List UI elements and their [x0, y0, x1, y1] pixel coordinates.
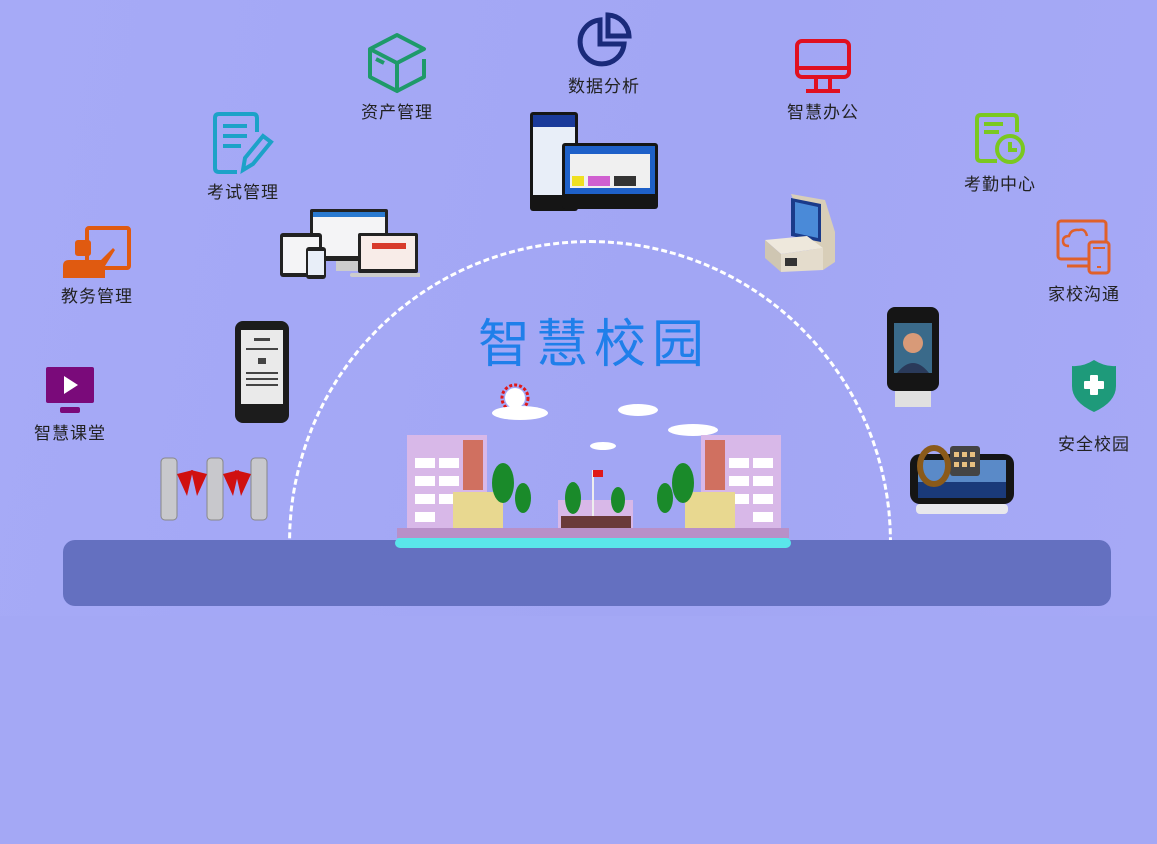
module-academic-affairs[interactable]: 教务管理	[37, 226, 157, 307]
smart-campus-diagram: 智慧校园	[0, 0, 1157, 616]
module-label: 家校沟通	[1048, 285, 1120, 305]
box-icon	[368, 33, 426, 93]
pie-chart-icon	[577, 12, 632, 67]
module-attendance-center[interactable]: 考勤中心	[940, 112, 1060, 195]
diagram-title: 智慧校园	[478, 315, 711, 375]
module-exam-management[interactable]: 考试管理	[183, 112, 303, 203]
document-edit-icon	[213, 112, 274, 174]
monitor-icon	[795, 39, 851, 93]
face-recognition-terminal-image	[887, 307, 939, 407]
module-label: 考勤中心	[964, 175, 1036, 195]
e-ink-class-sign-image	[235, 321, 289, 423]
document-clock-icon	[975, 113, 1025, 164]
module-smart-classroom[interactable]: 智慧课堂	[10, 365, 130, 444]
module-asset-management[interactable]: 资产管理	[337, 32, 457, 123]
interactive-kiosk-screens-image	[530, 112, 658, 211]
smart-wristband-reader-image	[910, 445, 1014, 514]
module-data-analysis[interactable]: 数据分析	[544, 12, 664, 97]
module-label: 安全校园	[1058, 435, 1130, 455]
cloud-devices-icon	[1056, 219, 1111, 275]
module-label: 资产管理	[361, 103, 433, 123]
module-smart-office[interactable]: 智慧办公	[763, 38, 883, 123]
shield-plus-icon	[1072, 360, 1116, 412]
self-service-terminal-image	[765, 194, 835, 272]
module-label: 智慧办公	[787, 103, 859, 123]
module-label: 数据分析	[568, 77, 640, 97]
play-screen-icon	[46, 367, 94, 413]
teacher-board-icon	[63, 226, 131, 278]
module-home-school[interactable]: 家校沟通	[1024, 218, 1144, 305]
module-label: 智慧课堂	[34, 424, 106, 444]
campus-illustration	[395, 383, 791, 548]
turnstile-gates-image	[160, 457, 268, 521]
module-label: 考试管理	[207, 183, 279, 203]
module-safe-campus[interactable]: 安全校园	[1034, 358, 1154, 455]
module-label: 教务管理	[61, 287, 133, 307]
ground-platform	[63, 540, 1111, 606]
multi-screen-web-devices-image	[280, 209, 420, 279]
